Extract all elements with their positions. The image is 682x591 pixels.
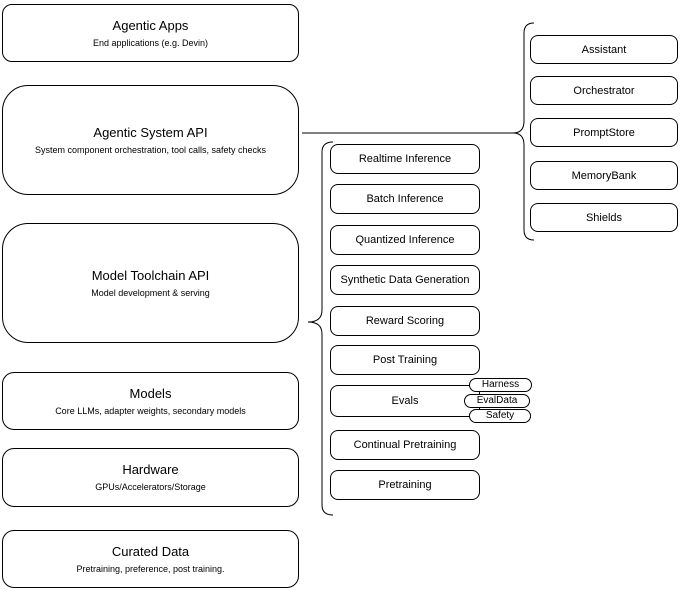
component-box-orchestrator: Orchestrator	[530, 76, 678, 105]
component-box-promptstore: PromptStore	[530, 118, 678, 147]
box-hardware: Hardware GPUs/Accelerators/Storage	[2, 448, 299, 507]
box-title: Models	[129, 385, 172, 401]
box-title: Agentic Apps	[112, 17, 189, 33]
box-title: Agentic System API	[93, 124, 208, 140]
eval-tag-evaldata: EvalData	[464, 394, 530, 408]
box-title: Model Toolchain API	[91, 267, 210, 283]
toolchain-box-pretraining: Pretraining	[330, 470, 480, 500]
component-box-memorybank: MemoryBank	[530, 161, 678, 190]
box-title: Curated Data	[111, 543, 190, 559]
eval-tag-harness: Harness	[469, 378, 532, 392]
box-subtitle: Pretraining, preference, post training.	[76, 563, 225, 574]
box-subtitle: GPUs/Accelerators/Storage	[95, 482, 206, 492]
box-title: Hardware	[122, 462, 179, 477]
toolchain-box-realtime-inference: Realtime Inference	[330, 144, 480, 174]
box-agentic-apps: Agentic Apps End applications (e.g. Devi…	[2, 4, 299, 62]
toolchain-box-continual-pretraining: Continual Pretraining	[330, 430, 480, 460]
toolchain-box-batch-inference: Batch Inference	[330, 184, 480, 214]
box-models: Models Core LLMs, adapter weights, secon…	[2, 372, 299, 430]
toolchain-box-evals: Evals	[330, 385, 480, 417]
component-box-shields: Shields	[530, 203, 678, 232]
toolchain-box-synthetic-data-generation: Synthetic Data Generation	[330, 265, 480, 295]
toolchain-box-quantized-inference: Quantized Inference	[330, 225, 480, 255]
box-curated-data: Curated Data Pretraining, preference, po…	[2, 530, 299, 588]
box-subtitle: System component orchestration, tool cal…	[34, 144, 267, 155]
toolchain-box-post-training: Post Training	[330, 345, 480, 375]
box-agentic-system-api: Agentic System API System component orch…	[2, 85, 299, 195]
eval-tag-safety: Safety	[469, 409, 531, 423]
toolchain-box-reward-scoring: Reward Scoring	[330, 306, 480, 336]
box-subtitle: Model development & serving	[91, 287, 210, 298]
box-model-toolchain-api: Model Toolchain API Model development & …	[2, 223, 299, 343]
box-subtitle: Core LLMs, adapter weights, secondary mo…	[55, 405, 246, 416]
box-subtitle: End applications (e.g. Devin)	[92, 37, 209, 48]
component-box-assistant: Assistant	[530, 35, 678, 64]
